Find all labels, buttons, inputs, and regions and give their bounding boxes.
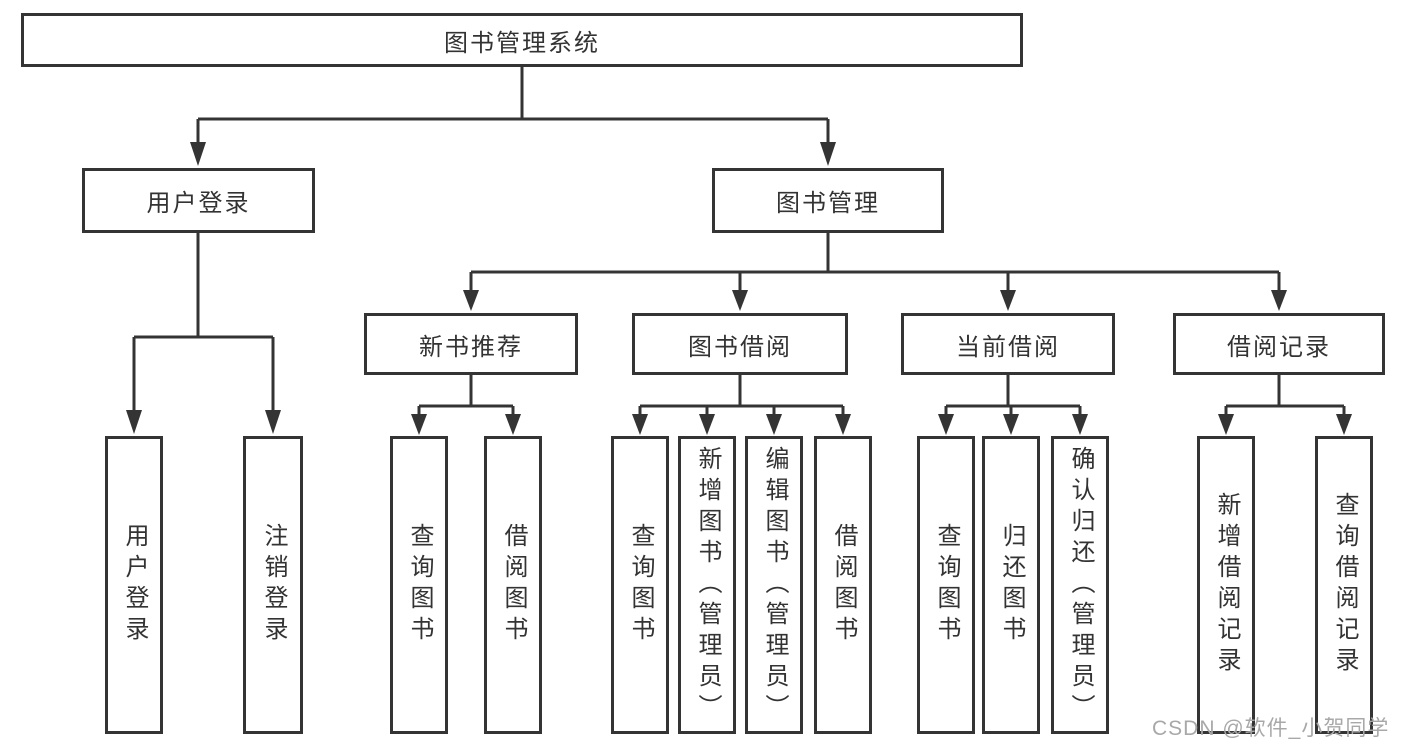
connector-borrow-records-branch	[1224, 375, 1346, 417]
connector-new-book-branch	[417, 375, 515, 417]
leaf-borrow-books-recommend: 借阅图书	[484, 436, 542, 734]
leaf-return-book: 归还图书	[982, 436, 1040, 734]
leaf-confirm-return-admin: 确认归还（管理员）	[1051, 436, 1109, 734]
node-new-book-recommend: 新书推荐	[364, 313, 578, 375]
connector-root-to-level2	[196, 67, 830, 144]
leaf-add-borrow-record: 新增借阅记录	[1197, 436, 1255, 734]
leaf-add-book-admin: 新增图书（管理员）	[678, 436, 736, 734]
connector-book-management-branch	[469, 233, 1281, 292]
node-current-borrow: 当前借阅	[901, 313, 1115, 375]
leaf-query-books-borrow: 查询图书	[611, 436, 669, 734]
connector-user-login-branch	[132, 233, 275, 412]
arrowheads	[126, 142, 1352, 435]
node-borrow-records: 借阅记录	[1173, 313, 1385, 375]
node-library-system: 图书管理系统	[21, 13, 1023, 67]
leaf-user-login: 用户登录	[105, 436, 163, 734]
node-book-management: 图书管理	[712, 168, 944, 233]
leaf-query-books-recommend: 查询图书	[390, 436, 448, 734]
leaf-edit-book-admin: 编辑图书（管理员）	[745, 436, 803, 734]
node-user-login: 用户登录	[82, 168, 315, 233]
leaf-logout: 注销登录	[243, 436, 303, 734]
leaf-borrow-books: 借阅图书	[814, 436, 872, 734]
watermark-text: CSDN @软件_小贺同学	[1152, 717, 1390, 740]
leaf-query-books-current: 查询图书	[917, 436, 975, 734]
leaf-query-borrow-record: 查询借阅记录	[1315, 436, 1373, 734]
node-book-borrow: 图书借阅	[632, 313, 848, 375]
connector-current-borrow-branch	[944, 375, 1082, 417]
connector-book-borrow-branch	[638, 375, 845, 417]
